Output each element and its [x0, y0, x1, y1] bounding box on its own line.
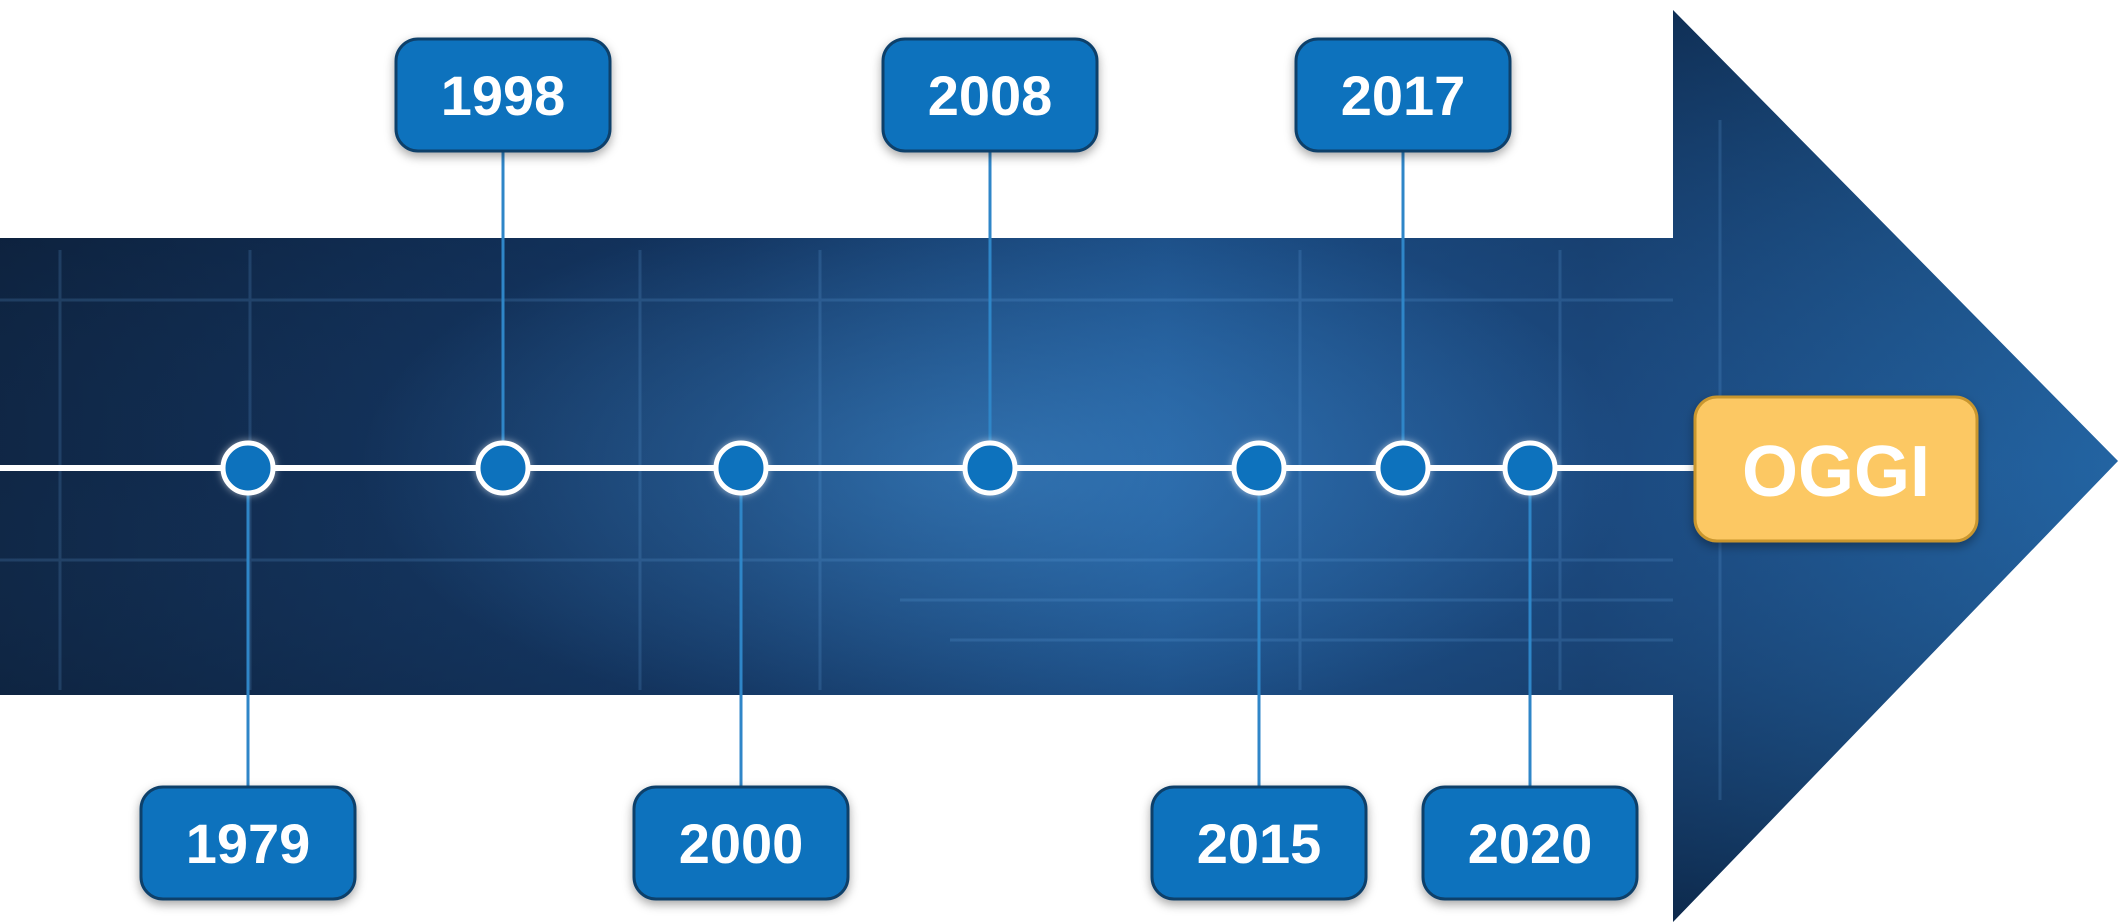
milestone-box — [1150, 785, 1368, 901]
milestone-2020: 2020 — [1421, 440, 1639, 901]
milestone-box — [632, 785, 850, 901]
milestone-year: 1998 — [441, 64, 566, 127]
milestone-2000: 2000 — [632, 440, 850, 901]
milestone-dot — [713, 440, 769, 496]
oggi-box — [1693, 395, 1979, 543]
milestone-2017: 2017 — [1294, 37, 1512, 496]
milestone-dot — [475, 440, 531, 496]
milestone-dot — [1502, 440, 1558, 496]
milestone-year: 2017 — [1341, 64, 1466, 127]
milestone-box — [881, 37, 1099, 153]
milestone-2015: 2015 — [1150, 440, 1368, 901]
milestone-1979: 1979 — [139, 440, 357, 901]
milestone-box — [1294, 37, 1512, 153]
milestone-box — [1421, 785, 1639, 901]
milestone-2008: 2008 — [881, 37, 1099, 496]
milestone-year: 2008 — [928, 64, 1053, 127]
milestone-year: 2000 — [679, 812, 804, 875]
milestone-year: 2015 — [1197, 812, 1322, 875]
milestone-box — [394, 37, 612, 153]
milestone-dot — [962, 440, 1018, 496]
milestone-box — [139, 785, 357, 901]
milestone-dot — [1375, 440, 1431, 496]
milestone-dot — [220, 440, 276, 496]
milestone-dot — [1231, 440, 1287, 496]
milestones: 1979 1998 2000 2008 2015 2017 2020 — [139, 37, 1639, 901]
milestone-year: 1979 — [186, 812, 311, 875]
oggi-label: OGGI — [1742, 432, 1930, 512]
oggi-badge: OGGI — [1693, 395, 1979, 543]
milestone-year: 2020 — [1468, 812, 1593, 875]
milestone-1998: 1998 — [394, 37, 612, 496]
